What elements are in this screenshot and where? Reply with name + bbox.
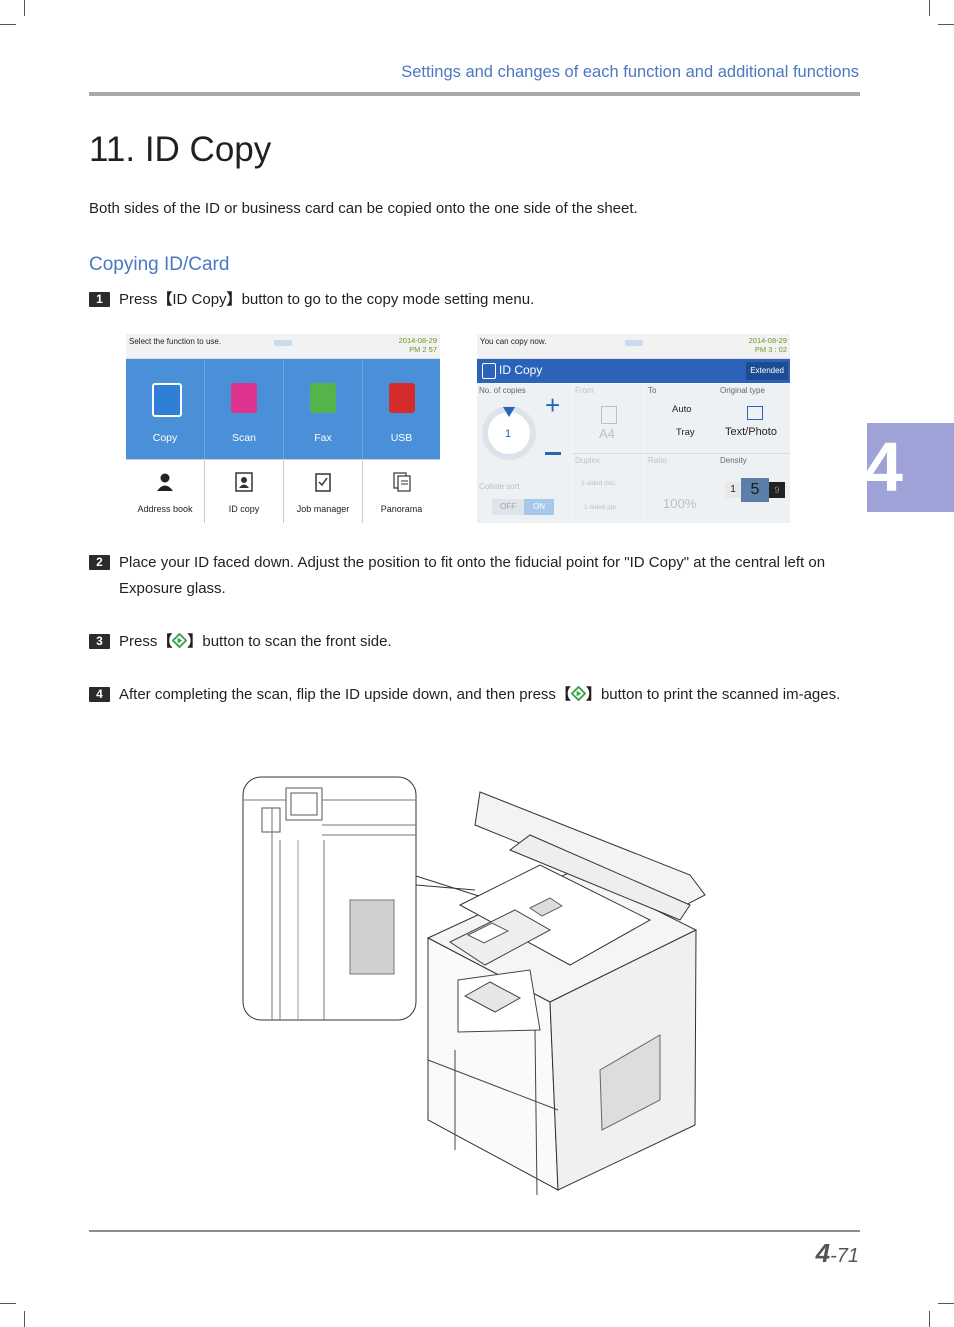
panorama-icon	[392, 472, 411, 492]
to-auto-value[interactable]: Auto	[672, 404, 692, 415]
copies-pointer	[503, 407, 515, 417]
to-tray-value[interactable]: Tray	[676, 427, 695, 438]
copies-value: 1	[505, 428, 512, 440]
step-badge-4: 4	[89, 687, 110, 702]
step-2-text: Place your ID faced down. Adjust the pos…	[119, 554, 826, 597]
footer-rule	[89, 1230, 860, 1232]
step-3-post: button to scan the front side.	[202, 633, 392, 650]
to-label: To	[648, 386, 657, 395]
crop-mark	[938, 1303, 954, 1304]
start-icon	[172, 633, 188, 648]
handle-icon	[274, 340, 292, 346]
usb-icon	[388, 383, 415, 413]
scan-tile[interactable]: Scan	[205, 359, 284, 459]
scan-icon	[231, 383, 257, 413]
printer-illustration	[242, 776, 706, 1196]
decrease-copies-button[interactable]	[545, 452, 561, 455]
crop-mark	[24, 1311, 25, 1327]
original-type-icon	[747, 406, 763, 420]
id-copy-button-ref: ID Copy	[172, 291, 227, 308]
subheading: Copying ID/Card	[89, 254, 230, 275]
collate-on-toggle[interactable]: ON	[524, 499, 554, 515]
density-max: 9	[769, 482, 785, 498]
page-index: -71	[830, 1245, 859, 1267]
header-rule	[89, 92, 860, 96]
collate-label: Collate sort	[479, 482, 520, 491]
original-type-value[interactable]: Text/Photo	[725, 426, 777, 438]
step-1-post: button to go to the copy mode setting me…	[241, 291, 535, 308]
copy-tile[interactable]: Copy	[126, 359, 205, 459]
duplex-option-doc[interactable]: 1-sided doc.	[581, 480, 617, 487]
handle-icon	[624, 340, 643, 346]
step-3-text: Press【】button to scan the front side.	[119, 633, 392, 650]
crop-mark	[24, 0, 25, 16]
from-label: From	[575, 386, 594, 395]
copy-icon	[152, 383, 182, 417]
duplex-option-paper[interactable]: 1-sided ppr	[584, 504, 617, 511]
step-1-pre: Press	[119, 291, 158, 308]
title-number: 11	[89, 130, 126, 169]
original-type-label: Original type	[720, 386, 765, 395]
step-1-text: Press【ID Copy】button to go to the copy m…	[119, 291, 535, 308]
density-min: 1	[725, 482, 741, 498]
increase-copies-button[interactable]: +	[545, 390, 561, 420]
extended-button[interactable]: Extended	[746, 362, 788, 380]
page-number: 4-71	[816, 1238, 859, 1269]
step-4-pre: After completing the scan, flip the ID u…	[119, 686, 556, 703]
crop-mark	[0, 1303, 16, 1304]
status-message: Select the function to use.	[129, 337, 222, 346]
address-book-tile[interactable]: Address book	[126, 459, 205, 523]
step-4-post: button to print the scanned im-ages.	[600, 686, 841, 703]
duplex-label: Duplex	[575, 456, 600, 465]
crop-mark	[0, 24, 16, 25]
id-copy-tile[interactable]: ID copy	[205, 459, 284, 523]
section-header: Settings and changes of each function an…	[401, 63, 859, 81]
mode-title-bar: ID Copy Extended	[477, 359, 790, 383]
collate-off-toggle[interactable]: OFF	[492, 499, 524, 515]
step-badge-3: 3	[89, 634, 110, 649]
crop-mark	[938, 24, 954, 25]
step-4-text: After completing the scan, flip the ID u…	[119, 686, 841, 703]
page-title: 11. ID Copy	[89, 130, 272, 169]
job-manager-icon	[315, 473, 331, 492]
address-book-icon	[157, 473, 173, 491]
step-badge-2: 2	[89, 555, 110, 570]
step-3-pre: Press	[119, 633, 158, 650]
crop-mark	[929, 0, 930, 16]
intro-paragraph: Both sides of the ID or business card ca…	[89, 200, 638, 217]
start-icon	[570, 686, 586, 701]
status-message: You can copy now.	[480, 337, 547, 346]
paper-icon	[601, 406, 617, 424]
panorama-tile[interactable]: Panorama	[363, 459, 440, 523]
id-copy-icon	[482, 363, 496, 379]
density-current[interactable]: 5	[741, 478, 769, 502]
job-manager-tile[interactable]: Job manager	[284, 459, 363, 523]
copies-label: No. of copies	[479, 386, 526, 395]
page-chapter: 4	[815, 1238, 831, 1268]
mode-title: ID Copy	[499, 363, 543, 377]
usb-tile[interactable]: USB	[363, 359, 440, 459]
fax-tile[interactable]: Fax	[284, 359, 363, 459]
density-label: Density	[720, 456, 747, 465]
id-copy-icon	[235, 472, 253, 492]
chapter-tab: 4	[864, 423, 954, 512]
fax-icon	[310, 383, 336, 413]
from-value[interactable]: A4	[599, 426, 615, 441]
title-text: ID Copy	[144, 130, 272, 169]
ratio-value[interactable]: 100%	[663, 496, 697, 511]
ratio-label: Ratio	[648, 456, 667, 465]
step-badge-1: 1	[89, 292, 110, 307]
crop-mark	[929, 1311, 930, 1327]
